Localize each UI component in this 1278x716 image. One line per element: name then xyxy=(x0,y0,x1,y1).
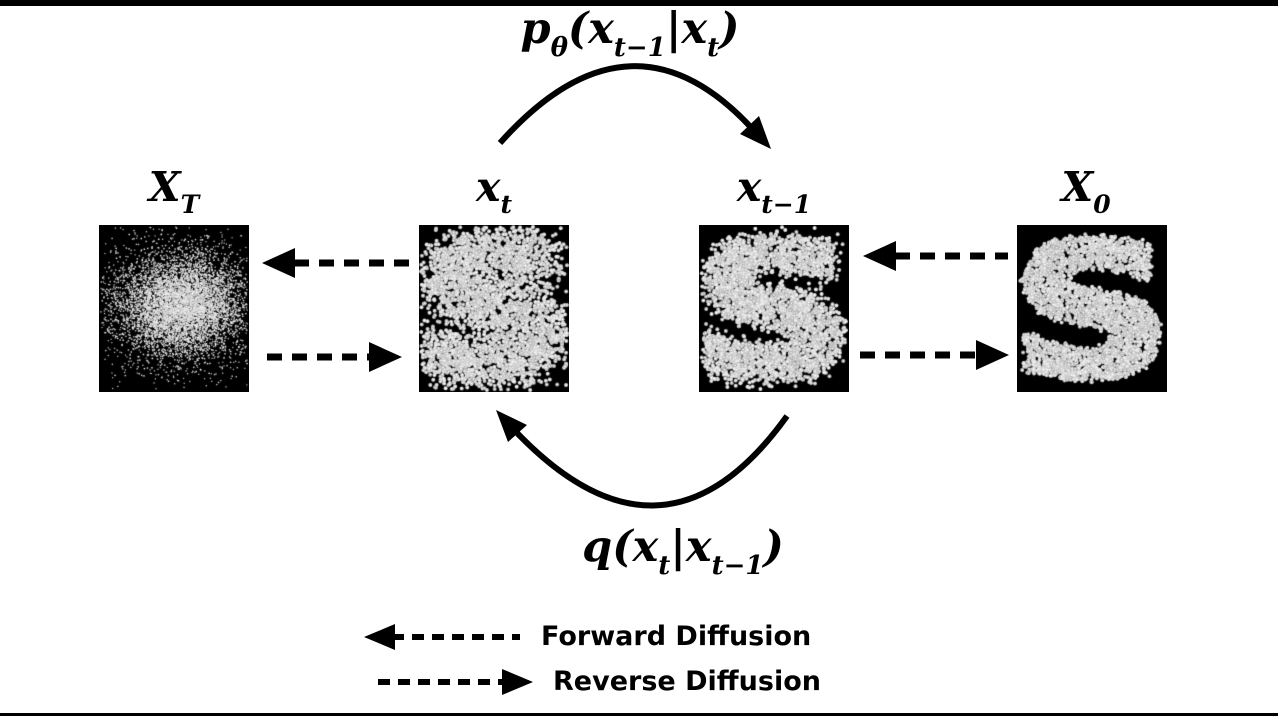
panel-label-xt1: xt−1 xyxy=(694,158,854,220)
label-sub: t−1 xyxy=(761,190,812,220)
formula-close-paren: ) xyxy=(763,522,784,572)
bottom-border-line xyxy=(0,713,1278,716)
right-arrowhead-icon xyxy=(369,342,402,372)
formula-arg2-sub: t−1 xyxy=(711,550,764,581)
panel-image-xt1 xyxy=(699,225,849,392)
forward-diffusion-legend-arrow-icon xyxy=(364,623,520,650)
reverse-process-curved-arrow xyxy=(497,63,771,149)
formula-arg1: x xyxy=(588,4,614,54)
panel-label-x0: X0 xyxy=(1006,158,1166,220)
legend-entry-reverse: Reverse Diffusion xyxy=(376,666,821,697)
forward-diffusion-arrow-xt-to-xT xyxy=(262,248,416,278)
label-main: x xyxy=(736,163,762,211)
formula-arg1-sub: t xyxy=(658,550,671,581)
forward-process-curved-arrow xyxy=(496,410,790,509)
forward-process-arrowhead-icon xyxy=(496,410,527,442)
label-main: X xyxy=(148,163,181,211)
formula-arg1: x xyxy=(632,522,659,572)
panel-label-xt: xt xyxy=(414,158,574,220)
formula-func: p xyxy=(520,4,551,54)
formula-arg2-sub: t xyxy=(707,32,720,63)
forward-process-formula: q(xt|xt−1) xyxy=(503,518,863,579)
forward-process-arc xyxy=(502,414,790,509)
formula-func-sub: θ xyxy=(550,32,568,63)
label-sub: T xyxy=(180,190,200,220)
formula-pipe: | xyxy=(665,4,682,54)
top-border-line xyxy=(0,0,1278,6)
reverse-diffusion-legend-arrow-icon xyxy=(378,668,533,695)
reverse-process-arrowhead-icon xyxy=(740,116,771,149)
formula-open-paren: ( xyxy=(567,4,589,54)
formula-func: q xyxy=(582,522,613,572)
legend-label-forward: Forward Diffusion xyxy=(541,621,812,652)
formula-arg2: x xyxy=(685,522,712,572)
panel-image-xt xyxy=(419,225,569,392)
left-arrowhead-icon xyxy=(364,623,395,650)
left-arrowhead-icon xyxy=(863,241,896,271)
reverse-diffusion-arrow-xt1-to-x0 xyxy=(860,340,1009,370)
formula-close-paren: ) xyxy=(719,4,740,54)
legend-label-reverse: Reverse Diffusion xyxy=(553,666,821,697)
reverse-diffusion-arrow-xT-to-xt xyxy=(267,342,402,372)
right-arrowhead-icon xyxy=(976,340,1009,370)
label-sub: t xyxy=(500,190,512,220)
label-sub: 0 xyxy=(1093,190,1111,220)
panel-image-x0 xyxy=(1017,225,1167,392)
forward-diffusion-arrow-x0-to-xt1 xyxy=(863,241,1008,271)
reverse-process-formula: pθ(xt−1|xt) xyxy=(450,0,810,61)
legend-entry-forward: Forward Diffusion xyxy=(362,621,811,652)
panel-image-xT xyxy=(99,225,249,392)
label-main: X xyxy=(1061,163,1094,211)
label-main: x xyxy=(475,163,501,211)
formula-open-paren: ( xyxy=(612,522,633,572)
formula-arg1-sub: t−1 xyxy=(613,32,666,63)
reverse-process-arc xyxy=(497,63,760,145)
formula-pipe: | xyxy=(670,522,686,572)
left-arrowhead-icon xyxy=(262,248,295,278)
panel-label-xT: XT xyxy=(94,158,254,220)
formula-arg2: x xyxy=(681,4,708,54)
right-arrowhead-icon xyxy=(502,668,533,695)
